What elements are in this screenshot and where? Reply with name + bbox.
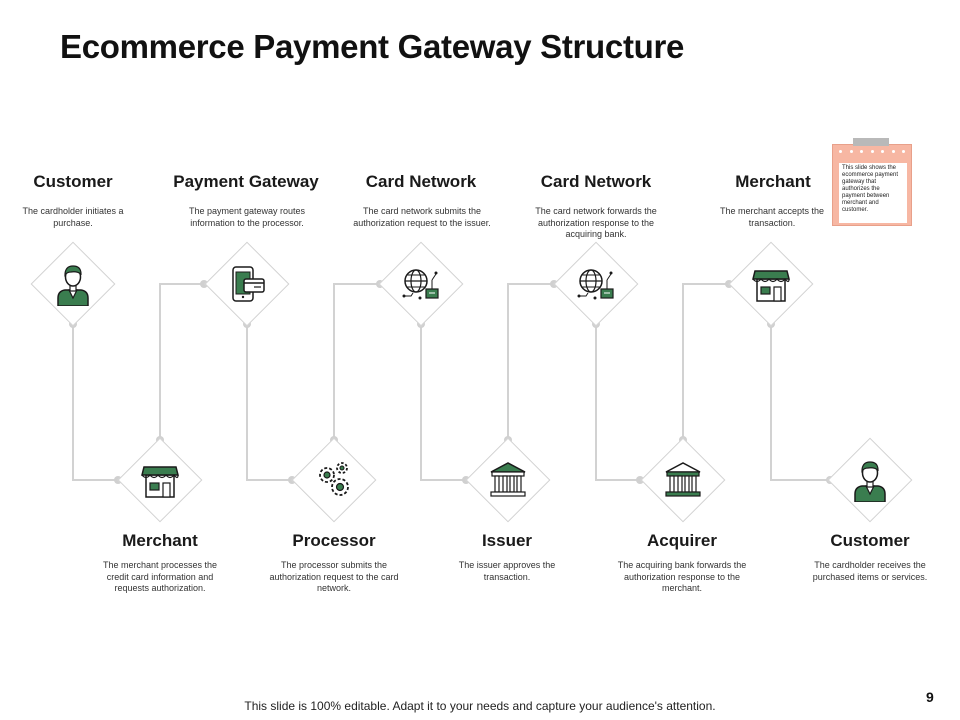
customer-icon — [854, 461, 886, 502]
store-icon — [752, 270, 790, 302]
stage-title-processor: Processor — [292, 531, 376, 550]
globe-network-icon — [402, 269, 439, 300]
store-icon — [141, 466, 179, 498]
stage-desc-card-network: The card network submits the authorizati… — [353, 206, 491, 228]
stage-desc-issuer: The issuer approves the transaction. — [458, 560, 556, 582]
stage-desc-customer-2: The cardholder receives the purchased it… — [812, 560, 928, 582]
node-payment-gateway — [199, 236, 295, 332]
node-customer — [25, 236, 121, 332]
note-clip — [853, 138, 889, 146]
stage-desc-acquirer: The acquiring bank forwards the authoriz… — [617, 560, 747, 593]
slide-footer: This slide is 100% editable. Adapt it to… — [244, 699, 716, 713]
connector-dot — [200, 280, 208, 288]
stage-title-customer-2: Customer — [830, 531, 910, 550]
mobile-payment-icon — [232, 266, 265, 302]
bank-icon — [665, 462, 701, 497]
stage-desc-processor: The processor submits the authorization … — [269, 560, 399, 593]
bank-icon — [490, 462, 526, 497]
note-text: This slide shows the ecommerce payment g… — [839, 163, 907, 223]
stage-title-card-network: Card Network — [365, 172, 477, 191]
node-card-network — [373, 236, 469, 332]
node-issuer — [460, 432, 556, 528]
node-acquirer — [635, 432, 731, 528]
note-perforation — [839, 150, 905, 153]
stage-title-customer: Customer — [33, 172, 113, 191]
node-customer-2 — [822, 432, 918, 528]
node-processor — [286, 432, 382, 528]
node-merchant — [112, 432, 208, 528]
stage-title-issuer: Issuer — [481, 531, 533, 550]
stage-desc-customer: The cardholder initiates a purchase. — [22, 206, 124, 228]
node-merchant-2 — [723, 236, 819, 332]
gears-icon — [319, 462, 349, 496]
stage-desc-merchant-2: The merchant accepts the transaction. — [719, 206, 825, 228]
globe-network-icon — [577, 269, 614, 300]
connector-dot — [636, 476, 644, 484]
stage-desc-card-network-2: The card network forwards the authorizat… — [535, 206, 657, 239]
stage-desc-payment-gateway: The payment gateway routes information t… — [188, 206, 306, 228]
slide-title: Ecommerce Payment Gateway Structure — [60, 28, 685, 65]
stage-title-card-network-2: Card Network — [540, 172, 652, 191]
stage-title-merchant: Merchant — [122, 531, 198, 550]
stage-title-payment-gateway: Payment Gateway — [173, 172, 319, 191]
stage-title-acquirer: Acquirer — [647, 531, 717, 550]
page-number: 9 — [926, 689, 934, 705]
node-card-network-2 — [548, 236, 644, 332]
stage-title-merchant-2: Merchant — [735, 172, 811, 191]
customer-icon — [57, 265, 89, 306]
sticky-note: This slide shows the ecommerce payment g… — [832, 138, 912, 226]
stage-desc-merchant: The merchant processes the credit card i… — [102, 560, 218, 593]
